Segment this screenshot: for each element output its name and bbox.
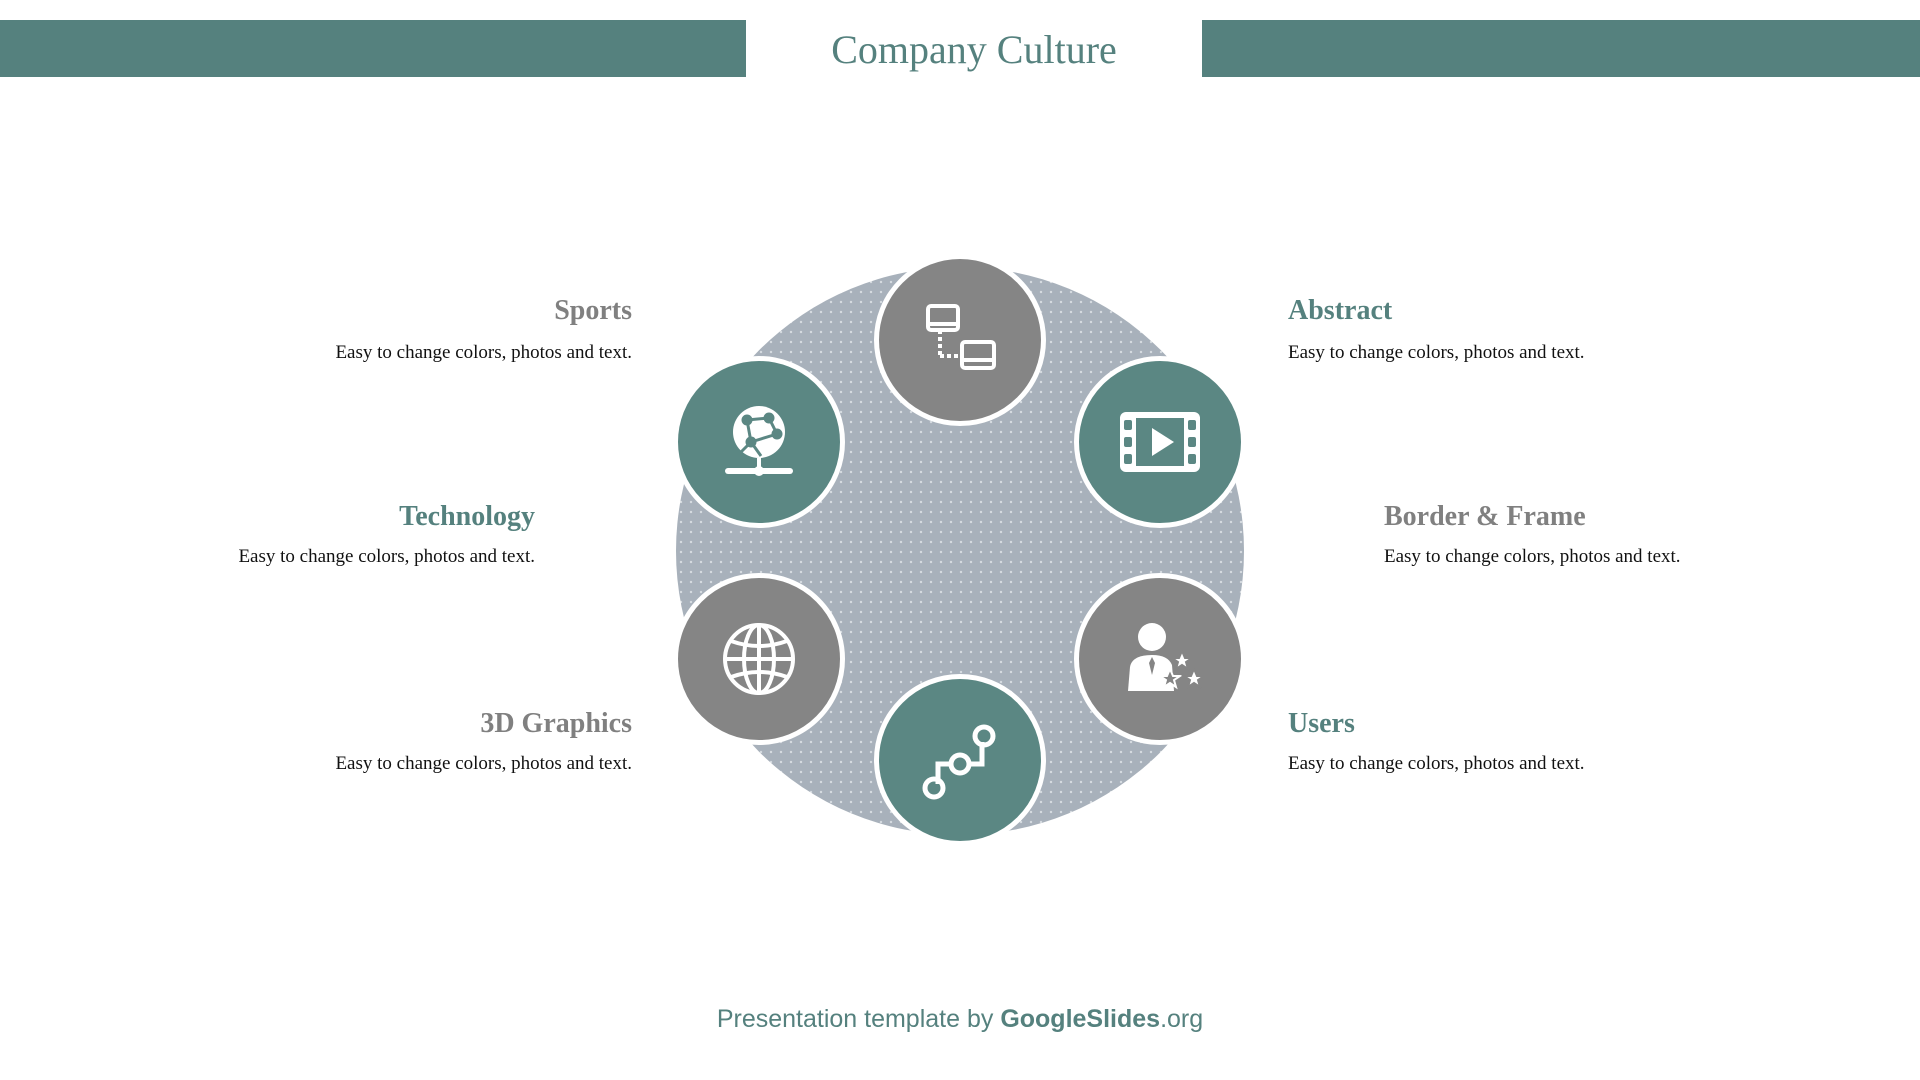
global-network-icon [725, 406, 793, 476]
item-desc-3d-graphics: Easy to change colors, photos and text. [335, 753, 632, 774]
item-desc-sports: Easy to change colors, photos and text. [335, 342, 632, 363]
footer-prefix: Presentation template by [716, 1005, 1001, 1033]
item-title-technology: Technology [399, 501, 535, 532]
node-users [1074, 573, 1246, 745]
footer-brand: GoogleSlides [1000, 1005, 1161, 1033]
item-title-sports: Sports [554, 295, 632, 326]
item-desc-technology: Easy to change colors, photos and text. [238, 546, 535, 567]
header-bar-right [1202, 20, 1920, 77]
item-desc-users: Easy to change colors, photos and text. [1288, 753, 1585, 774]
item-desc-abstract: Easy to change colors, photos and text. [1288, 342, 1585, 363]
globe-icon [723, 623, 795, 695]
item-title-users: Users [1288, 708, 1355, 739]
footer-credit: Presentation template by GoogleSlides.or… [0, 1005, 1920, 1034]
header-bar-left [0, 20, 746, 77]
item-title-border-frame: Border & Frame [1384, 501, 1586, 532]
item-title-3d-graphics: 3D Graphics [480, 708, 632, 739]
node-global-network [673, 356, 845, 528]
page-title: Company Culture [831, 27, 1117, 72]
user-stars-icon [1128, 623, 1208, 691]
node-path [874, 674, 1046, 846]
node-globe [673, 573, 845, 745]
node-network [874, 254, 1046, 426]
item-title-abstract: Abstract [1288, 295, 1393, 326]
footer-suffix: .org [1160, 1005, 1204, 1033]
item-desc-border-frame: Easy to change colors, photos and text. [1384, 546, 1681, 567]
node-film [1074, 356, 1246, 528]
step-path-icon [922, 724, 996, 800]
network-computers-icon [926, 304, 996, 370]
film-play-icon [1120, 412, 1200, 472]
